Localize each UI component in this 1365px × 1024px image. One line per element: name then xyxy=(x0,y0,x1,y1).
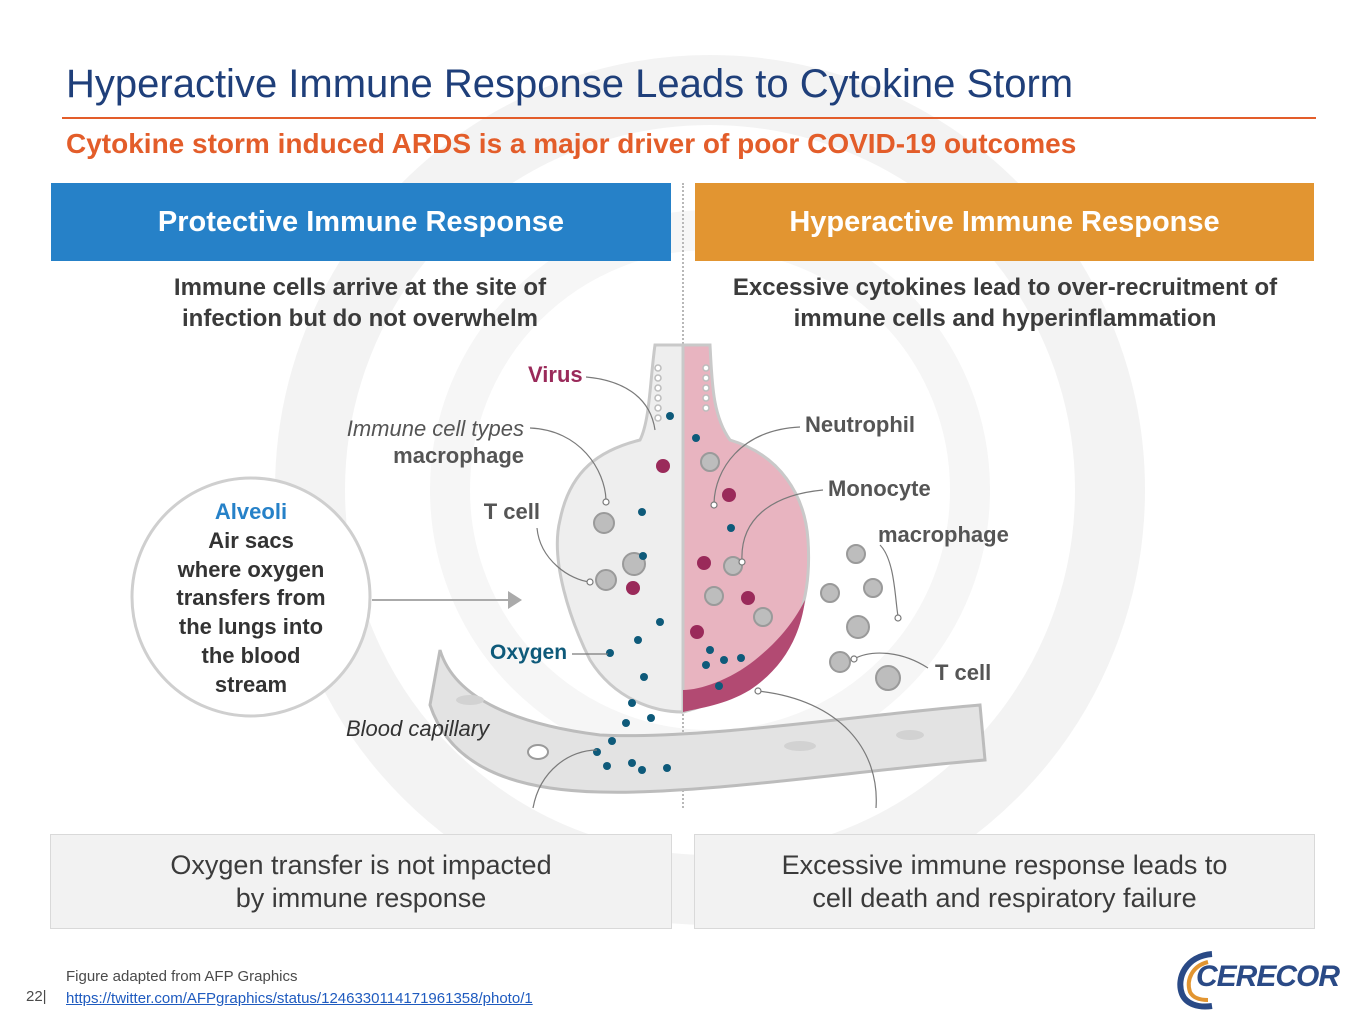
alveoli-callout-circle xyxy=(130,476,372,718)
label-neutrophil: Neutrophil xyxy=(805,412,915,437)
protective-header: Protective Immune Response xyxy=(51,183,671,261)
hyperactive-outcome-box: Excessive immune response leads to cell … xyxy=(694,834,1315,929)
healthy-alveolus xyxy=(555,343,685,714)
protective-description: Immune cells arrive at the site of infec… xyxy=(100,272,620,334)
protective-description-line2: infection but do not overwhelm xyxy=(182,305,538,332)
protective-outcome-line1: Oxygen transfer is not impacted xyxy=(170,849,552,880)
hyperactive-description-line1: Excessive cytokines lead to over-recruit… xyxy=(732,274,1278,301)
hyperactive-header-label: Hyperactive Immune Response xyxy=(789,205,1220,238)
alveoli-line5: the blood xyxy=(202,643,301,668)
protective-outcome-line2: by immune response xyxy=(235,882,487,913)
inflamed-alveolus xyxy=(681,343,811,714)
hyperactive-outcome-line2: cell death and respiratory failure xyxy=(812,882,1197,913)
alveoli-line6: stream xyxy=(215,672,287,697)
source-note: Figure adapted from AFP Graphics xyxy=(66,968,298,985)
label-t-cell-left: T cell xyxy=(484,499,540,524)
protective-outcome-box: Oxygen transfer is not impacted by immun… xyxy=(50,834,672,929)
cerecor-logo-text: CERECOR xyxy=(1196,960,1340,993)
label-macrophage-left: macrophage xyxy=(393,443,524,468)
alveoli-title: Alveoli xyxy=(215,499,287,524)
protective-description-line1: Immune cells arrive at the site of xyxy=(173,274,547,301)
source-link[interactable]: https://twitter.com/AFPgraphics/status/1… xyxy=(66,990,533,1007)
label-oxygen: Oxygen xyxy=(490,641,567,664)
protective-header-label: Protective Immune Response xyxy=(157,205,565,238)
label-virus: Virus xyxy=(528,362,583,387)
hyperactive-description: Excessive cytokines lead to over-recruit… xyxy=(700,272,1310,334)
title-divider xyxy=(62,117,1316,119)
alveoli-line4: the lungs into xyxy=(179,614,323,639)
alveoli-line2: where oxygen xyxy=(177,557,325,582)
hyperactive-outcome-line1: Excessive immune response leads to xyxy=(781,849,1228,880)
label-blood-capillary: Blood capillary xyxy=(346,716,491,741)
alveoli-line3: transfers from xyxy=(176,585,325,610)
cerecor-logo-mark xyxy=(1177,951,1213,1010)
label-macrophage-right: macrophage xyxy=(878,522,1009,547)
label-immune-cell-types: Immune cell types xyxy=(347,416,524,441)
label-t-cell-right: T cell xyxy=(935,660,991,685)
page-number: 22| xyxy=(26,988,47,1005)
hyperactive-header: Hyperactive Immune Response xyxy=(695,183,1314,261)
slide-title: Hyperactive Immune Response Leads to Cyt… xyxy=(66,62,1074,106)
label-monocyte: Monocyte xyxy=(828,476,931,501)
slide-subtitle: Cytokine storm induced ARDS is a major d… xyxy=(66,128,1077,159)
hyperactive-description-line2: immune cells and hyperinflammation xyxy=(793,305,1217,332)
alveoli-line1: Air sacs xyxy=(208,528,294,553)
